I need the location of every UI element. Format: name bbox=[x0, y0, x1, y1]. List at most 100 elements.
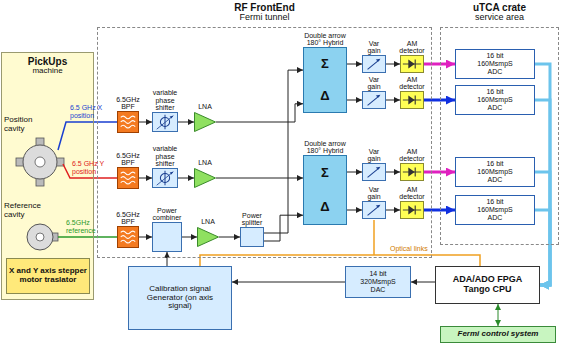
block-text: Fermi control system bbox=[458, 330, 539, 339]
signal-connector bbox=[386, 172, 400, 173]
signal-connector bbox=[535, 64, 550, 285]
block-text: 16 bit 160MsmpS ADC bbox=[473, 160, 517, 183]
am-detector: AM detector bbox=[400, 201, 424, 219]
block-text: 16 bit 160MsmpS ADC bbox=[473, 88, 517, 111]
block-text: PickUps bbox=[28, 56, 67, 67]
reference-cavity bbox=[27, 224, 58, 250]
block-label: AM detector bbox=[396, 76, 428, 91]
bandpass-filter: 6.5GHz BPF bbox=[117, 111, 139, 133]
signal-connector bbox=[178, 122, 194, 123]
signal-connector bbox=[139, 122, 152, 123]
block-text: machine bbox=[32, 67, 62, 76]
control-system-box: Fermi control system bbox=[440, 326, 556, 343]
var-gain: Var gain bbox=[362, 55, 386, 73]
am-detector: AM detector bbox=[400, 163, 424, 181]
bandpass-filter: 6.5GHz BPF bbox=[117, 226, 139, 248]
signal-connector bbox=[411, 282, 435, 283]
signal-connector bbox=[139, 178, 152, 179]
signal-connector bbox=[264, 70, 303, 233]
bandpass-filter: 6.5GHz BPF bbox=[117, 167, 139, 189]
block-label: Var gain bbox=[362, 76, 386, 91]
block-label: AM detector bbox=[396, 186, 428, 201]
amplifier-triangle: LNA bbox=[197, 227, 219, 247]
block-label: LNA bbox=[193, 159, 217, 167]
block-text: ADA/ADO FPGA Tango CPU bbox=[443, 275, 533, 295]
adc-box: 16 bit 160MsmpS ADC bbox=[455, 195, 535, 225]
var-gain: Var gain bbox=[362, 201, 386, 219]
region-title: RF FrontEnd bbox=[234, 2, 295, 13]
block-text: 16 bit 160MsmpS ADC bbox=[473, 52, 517, 75]
signal-connector bbox=[347, 172, 362, 173]
signal-label: 6.5 GHz Y position bbox=[72, 160, 114, 175]
signal-connector bbox=[264, 215, 303, 241]
block-text: Calibration signal Generator (on axis si… bbox=[135, 285, 225, 311]
amplifier-triangle: LNA bbox=[194, 112, 216, 132]
signal-connector bbox=[182, 237, 197, 238]
block-label: Power splitter bbox=[234, 212, 270, 227]
block-label: 6.5GHz BPF bbox=[111, 211, 145, 226]
region-box: uTCA crateservice area16 bit 160MsmpS AD… bbox=[440, 27, 559, 245]
block-label: Var gain bbox=[362, 186, 386, 201]
part-label: Position cavity bbox=[4, 116, 48, 134]
signal-connector bbox=[219, 237, 240, 238]
phase-shifter: variable phase shifter bbox=[152, 112, 178, 132]
signal-label: 6.5GHz reference bbox=[66, 219, 112, 234]
power-splitter: Power splitter bbox=[240, 227, 264, 247]
pickup-panel-ground bbox=[1, 52, 94, 300]
part-label: Reference cavity bbox=[4, 202, 56, 220]
block-text: Δ bbox=[320, 89, 329, 103]
position-cavity bbox=[16, 138, 64, 186]
pickup-panel: PickUpsmachine X and Y axis stepper motor… bbox=[1, 52, 94, 300]
block-text: Σ bbox=[321, 166, 329, 180]
signal-connector bbox=[535, 100, 550, 285]
signal-label: 6.5 GHz X position bbox=[70, 104, 112, 119]
block-label: Power combiner bbox=[148, 207, 186, 222]
optical-link bbox=[373, 220, 375, 255]
block-label: Double arrow 180° Hybrid bbox=[296, 140, 354, 155]
block-text: Δ bbox=[320, 200, 329, 214]
am-detector: AM detector bbox=[400, 55, 424, 73]
block-text: 14 bit 320MsmpS DAC bbox=[356, 270, 400, 293]
amplifier-triangle: LNA bbox=[194, 168, 216, 188]
block-label: Var gain bbox=[362, 40, 386, 55]
region-title: uTCA crate bbox=[473, 2, 526, 13]
block-label: LNA bbox=[193, 103, 217, 111]
signal-connector bbox=[347, 64, 362, 65]
block-label: AM detector bbox=[396, 148, 428, 163]
adc-box: 16 bit 160MsmpS ADC bbox=[455, 85, 535, 115]
hybrid-box: Double arrow 180° HybridΣΔ bbox=[303, 155, 347, 225]
signal-connector bbox=[216, 178, 303, 179]
power-combiner: Power combiner bbox=[152, 222, 182, 252]
block-text: X and Y axis stepper motor traslator bbox=[9, 267, 87, 285]
signal-connector bbox=[167, 252, 168, 266]
block-label: Double arrow 180° Hybrid bbox=[296, 32, 354, 47]
signal-connector bbox=[216, 104, 303, 122]
signal-connector bbox=[386, 210, 400, 211]
stepper-box: X and Y axis stepper motor traslator bbox=[6, 258, 90, 294]
am-detector: AM detector bbox=[400, 91, 424, 109]
block-text: Σ bbox=[321, 57, 329, 71]
block-text: 16 bit 160MsmpS ADC bbox=[473, 198, 517, 221]
optical-link bbox=[200, 255, 480, 266]
adc-box: 16 bit 160MsmpS ADC bbox=[455, 49, 535, 79]
region-title: Fermi tunnel bbox=[239, 13, 289, 23]
dac-box: 14 bit 320MsmpS DAC bbox=[345, 266, 411, 298]
link-label: Optical links bbox=[390, 245, 432, 253]
block-label: 6.5GHz BPF bbox=[111, 152, 145, 167]
x-signal-wire bbox=[58, 122, 117, 150]
signal-connector bbox=[178, 178, 194, 179]
block-label: AM detector bbox=[396, 40, 428, 55]
signal-connector bbox=[347, 210, 362, 211]
signal-connector bbox=[498, 304, 499, 326]
phase-shifter: variable phase shifter bbox=[152, 168, 178, 188]
signal-connector bbox=[386, 64, 400, 65]
region-box: RF FrontEndFermi tunnel6.5GHz BPFvariabl… bbox=[97, 27, 432, 258]
signal-connector bbox=[347, 100, 362, 101]
block-label: LNA bbox=[196, 218, 220, 226]
hybrid-box: Double arrow 180° HybridΣΔ bbox=[303, 47, 347, 113]
reference-wire bbox=[58, 236, 117, 238]
block-label: 6.5GHz BPF bbox=[111, 96, 145, 111]
block-label: Var gain bbox=[362, 148, 386, 163]
var-gain: Var gain bbox=[362, 91, 386, 109]
block-label: variable phase shifter bbox=[148, 145, 182, 168]
